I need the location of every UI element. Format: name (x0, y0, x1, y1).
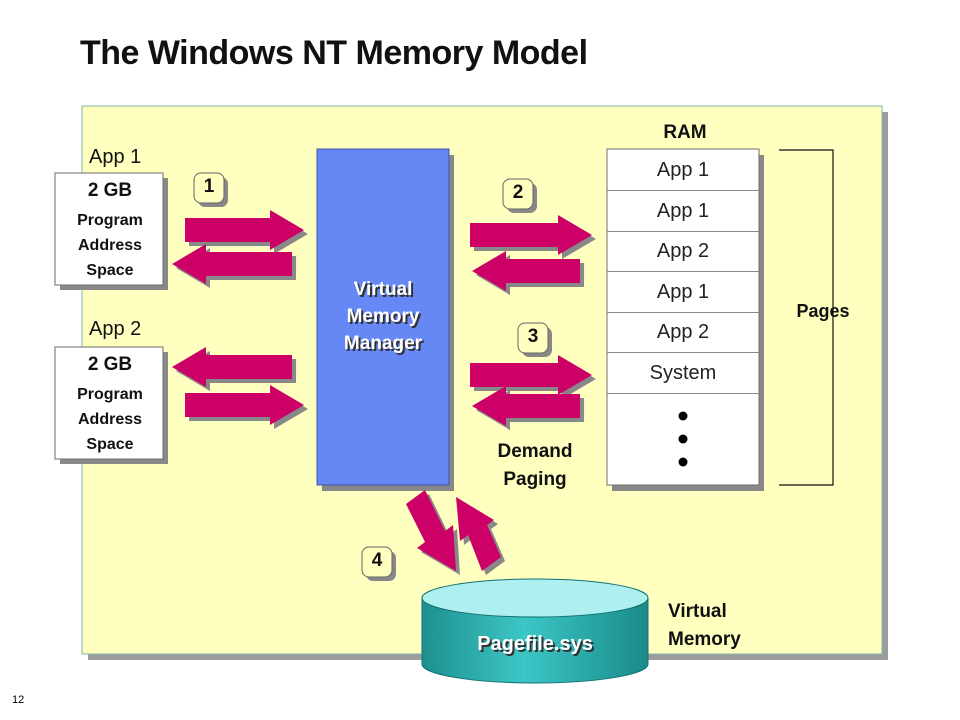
vmm-line1: Virtual (353, 279, 413, 300)
step-badge-2 (502, 178, 537, 213)
app2-address-space-box (54, 346, 164, 460)
app1-line3: Space (86, 262, 134, 279)
app1-label: App 1 (89, 146, 142, 168)
demand-paging-line2: Paging (503, 469, 567, 490)
step-number-1: 1 (203, 176, 215, 197)
ellipsis-dot (678, 411, 688, 421)
ram-cell-app1-c: App 1 (607, 273, 759, 313)
arrow-pagefile-to-vmm (456, 497, 505, 575)
arrow-vmm-to-pagefile (406, 490, 460, 575)
vmm-line2: Memory (346, 306, 420, 327)
demand-paging-line1: Demand (497, 441, 573, 462)
vmm-line3: Manager (343, 333, 423, 354)
virtual-memory-line1: Virtual (668, 601, 727, 622)
app1-line1: Program (77, 212, 143, 229)
arrow-ram-to-vmm-2 (472, 251, 584, 295)
step-number-3: 3 (527, 326, 539, 347)
app2-label: App 2 (89, 318, 142, 340)
app1-size: 2 GB (87, 180, 133, 201)
arrow-vmm-to-ram-2 (470, 215, 596, 259)
ellipsis-dot (678, 457, 688, 467)
app1-address-space-box (54, 172, 164, 286)
app2-line3: Space (86, 436, 134, 453)
step-badge-4 (361, 546, 396, 581)
demand-paging-label: Demand Paging (470, 438, 600, 494)
pagefile-cylinder (421, 578, 649, 684)
arrow-vmm-to-app1 (172, 244, 296, 288)
vmm-label: Virtual Memory Manager (317, 276, 449, 357)
virtual-memory-label: Virtual Memory (668, 598, 741, 654)
ram-cell-app2-a: App 2 (607, 232, 759, 272)
ram-header: RAM (663, 122, 707, 143)
pages-bracket (779, 149, 834, 486)
step-number-4: 4 (371, 550, 383, 571)
step-badge-3 (517, 322, 552, 357)
app2-size: 2 GB (87, 354, 133, 375)
ram-box (606, 148, 760, 486)
app2-line1: Program (77, 386, 143, 403)
ram-cell-app1-b: App 1 (607, 192, 759, 232)
ram-cell-app1-a: App 1 (607, 151, 759, 191)
arrow-ram-to-vmm-3 (472, 386, 584, 430)
virtual-memory-line2: Memory (668, 629, 741, 650)
step-badge-1 (193, 172, 228, 207)
step-number-2: 2 (512, 182, 524, 203)
arrow-app1-to-vmm (185, 210, 308, 254)
ram-cell-app2-b: App 2 (607, 313, 759, 353)
arrow-vmm-to-app2 (172, 347, 296, 391)
app2-line2: Address (77, 411, 143, 428)
app2-address-space-text: 2 GB Program Address Space (56, 354, 164, 457)
pagefile-label: Pagefile.sys (477, 633, 593, 655)
page-number: 12 (12, 694, 25, 706)
ellipsis-dot (678, 434, 688, 444)
page-title: The Windows NT Memory Model (80, 34, 588, 72)
app1-line2: Address (77, 237, 143, 254)
pages-label: Pages (796, 301, 850, 321)
arrow-app2-to-vmm (185, 385, 308, 429)
virtual-memory-manager-box (316, 148, 450, 486)
app1-address-space-text: 2 GB Program Address Space (56, 180, 164, 283)
ram-cell-system: System (607, 354, 759, 394)
